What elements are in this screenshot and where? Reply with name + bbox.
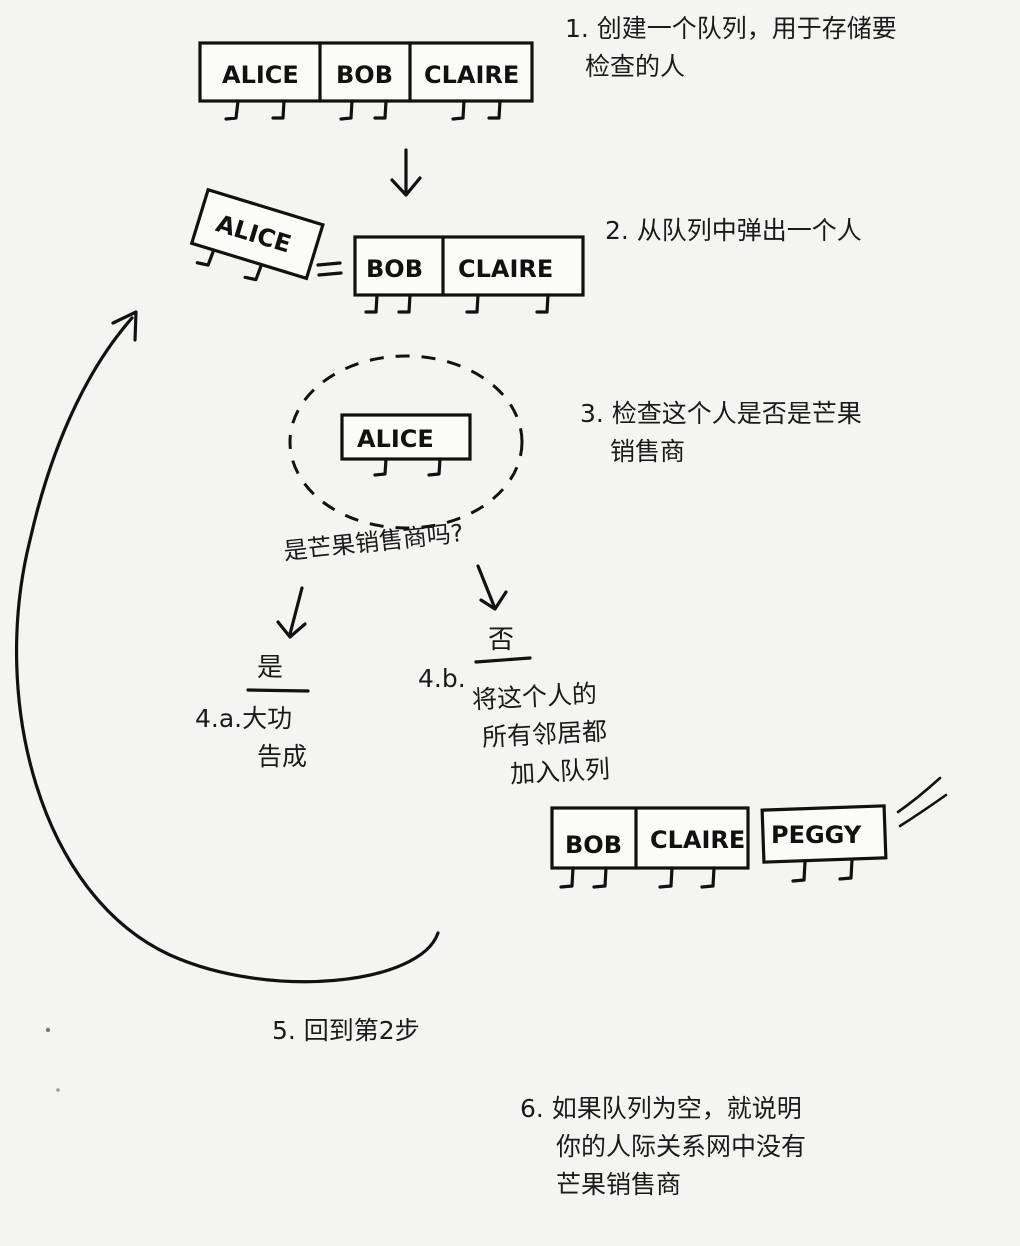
queue-with-neighbor-item-bob: BOB: [565, 831, 622, 859]
step4b-line: 加入队列: [509, 754, 611, 789]
step3-line: 销售商: [610, 437, 686, 466]
step3-text: 3. 检查这个人是否是芒果 销售商: [580, 395, 862, 471]
step4b-line: 所有邻居都: [481, 716, 608, 753]
queue-with-neighbor-box: [550, 806, 750, 870]
no-label: 否: [488, 625, 514, 655]
checked-person-label: ALICE: [357, 425, 434, 453]
queue-legs: [559, 866, 716, 889]
step4a-line: 告成: [257, 742, 308, 771]
queue-after-pop-item-claire: CLAIRE: [458, 255, 553, 283]
step4b-prefix: 4.b.: [418, 664, 466, 693]
speck: [56, 1088, 60, 1092]
step4b-text: 将这个人的 所有邻居都 加入队列: [471, 675, 611, 796]
checked-person-legs: [373, 457, 442, 477]
step6-line: 你的人际关系网中没有: [556, 1132, 807, 1161]
yes-arrow: [276, 586, 307, 639]
popped-person-box: [189, 187, 325, 281]
step4a-text: 4.a.大功 告成: [195, 700, 307, 776]
queue-initial-item-claire: CLAIRE: [424, 61, 519, 89]
step1-text: 1. 创建一个队列，用于存储要 检查的人: [565, 10, 897, 86]
step3-line: 3. 检查这个人是否是芒果: [580, 399, 862, 428]
queue-initial-box: [198, 41, 534, 103]
queue-after-pop-item-bob: BOB: [366, 255, 423, 283]
queue-legs: [364, 293, 550, 314]
checked-person-box: [340, 413, 472, 461]
loop-back-arrowhead: [111, 310, 138, 342]
step4a-line: 大功: [242, 704, 293, 733]
queue-initial: ALICE BOB CLAIRE: [198, 41, 534, 121]
step4a-prefix: 4.a.: [195, 704, 243, 733]
yes-underline: [246, 688, 310, 693]
step6-line: 芒果销售商: [556, 1170, 682, 1199]
popped-person-legs: [195, 248, 264, 282]
no-arrow: [476, 564, 508, 611]
checked-person: ALICE: [340, 413, 472, 477]
loop-back-arrow: [14, 316, 440, 984]
step1-line: 1. 创建一个队列，用于存储要: [565, 14, 897, 43]
queue-after-pop: BOB CLAIRE: [353, 235, 585, 314]
motion-lines: [896, 776, 948, 828]
speck: [45, 1027, 51, 1033]
queue-initial-item-alice: ALICE: [222, 61, 299, 89]
popped-person: ALICE: [189, 187, 325, 282]
equals-sign: [316, 261, 343, 277]
queue-with-neighbor: BOB CLAIRE: [550, 806, 750, 889]
step6-line: 6. 如果队列为空，就说明: [520, 1094, 802, 1123]
no-underline: [474, 656, 532, 664]
step1-line: 检查的人: [585, 52, 686, 81]
queue-after-pop-box: [353, 235, 585, 297]
yes-label: 是: [257, 653, 283, 683]
down-arrow: [390, 148, 422, 197]
added-neighbor-label: PEGGY: [771, 821, 862, 849]
queue-legs: [224, 99, 502, 121]
step2-text: 2. 从队列中弹出一个人: [605, 216, 862, 245]
added-neighbor-legs: [791, 858, 854, 883]
step6-text: 6. 如果队列为空，就说明 你的人际关系网中没有 芒果销售商: [520, 1090, 806, 1204]
added-neighbor: PEGGY: [760, 804, 888, 883]
queue-initial-item-bob: BOB: [336, 61, 393, 89]
step5-text: 5. 回到第2步: [272, 1016, 420, 1045]
added-neighbor-box: [760, 804, 888, 864]
queue-with-neighbor-item-claire: CLAIRE: [650, 826, 745, 854]
check-dashed-circle: [288, 354, 524, 530]
